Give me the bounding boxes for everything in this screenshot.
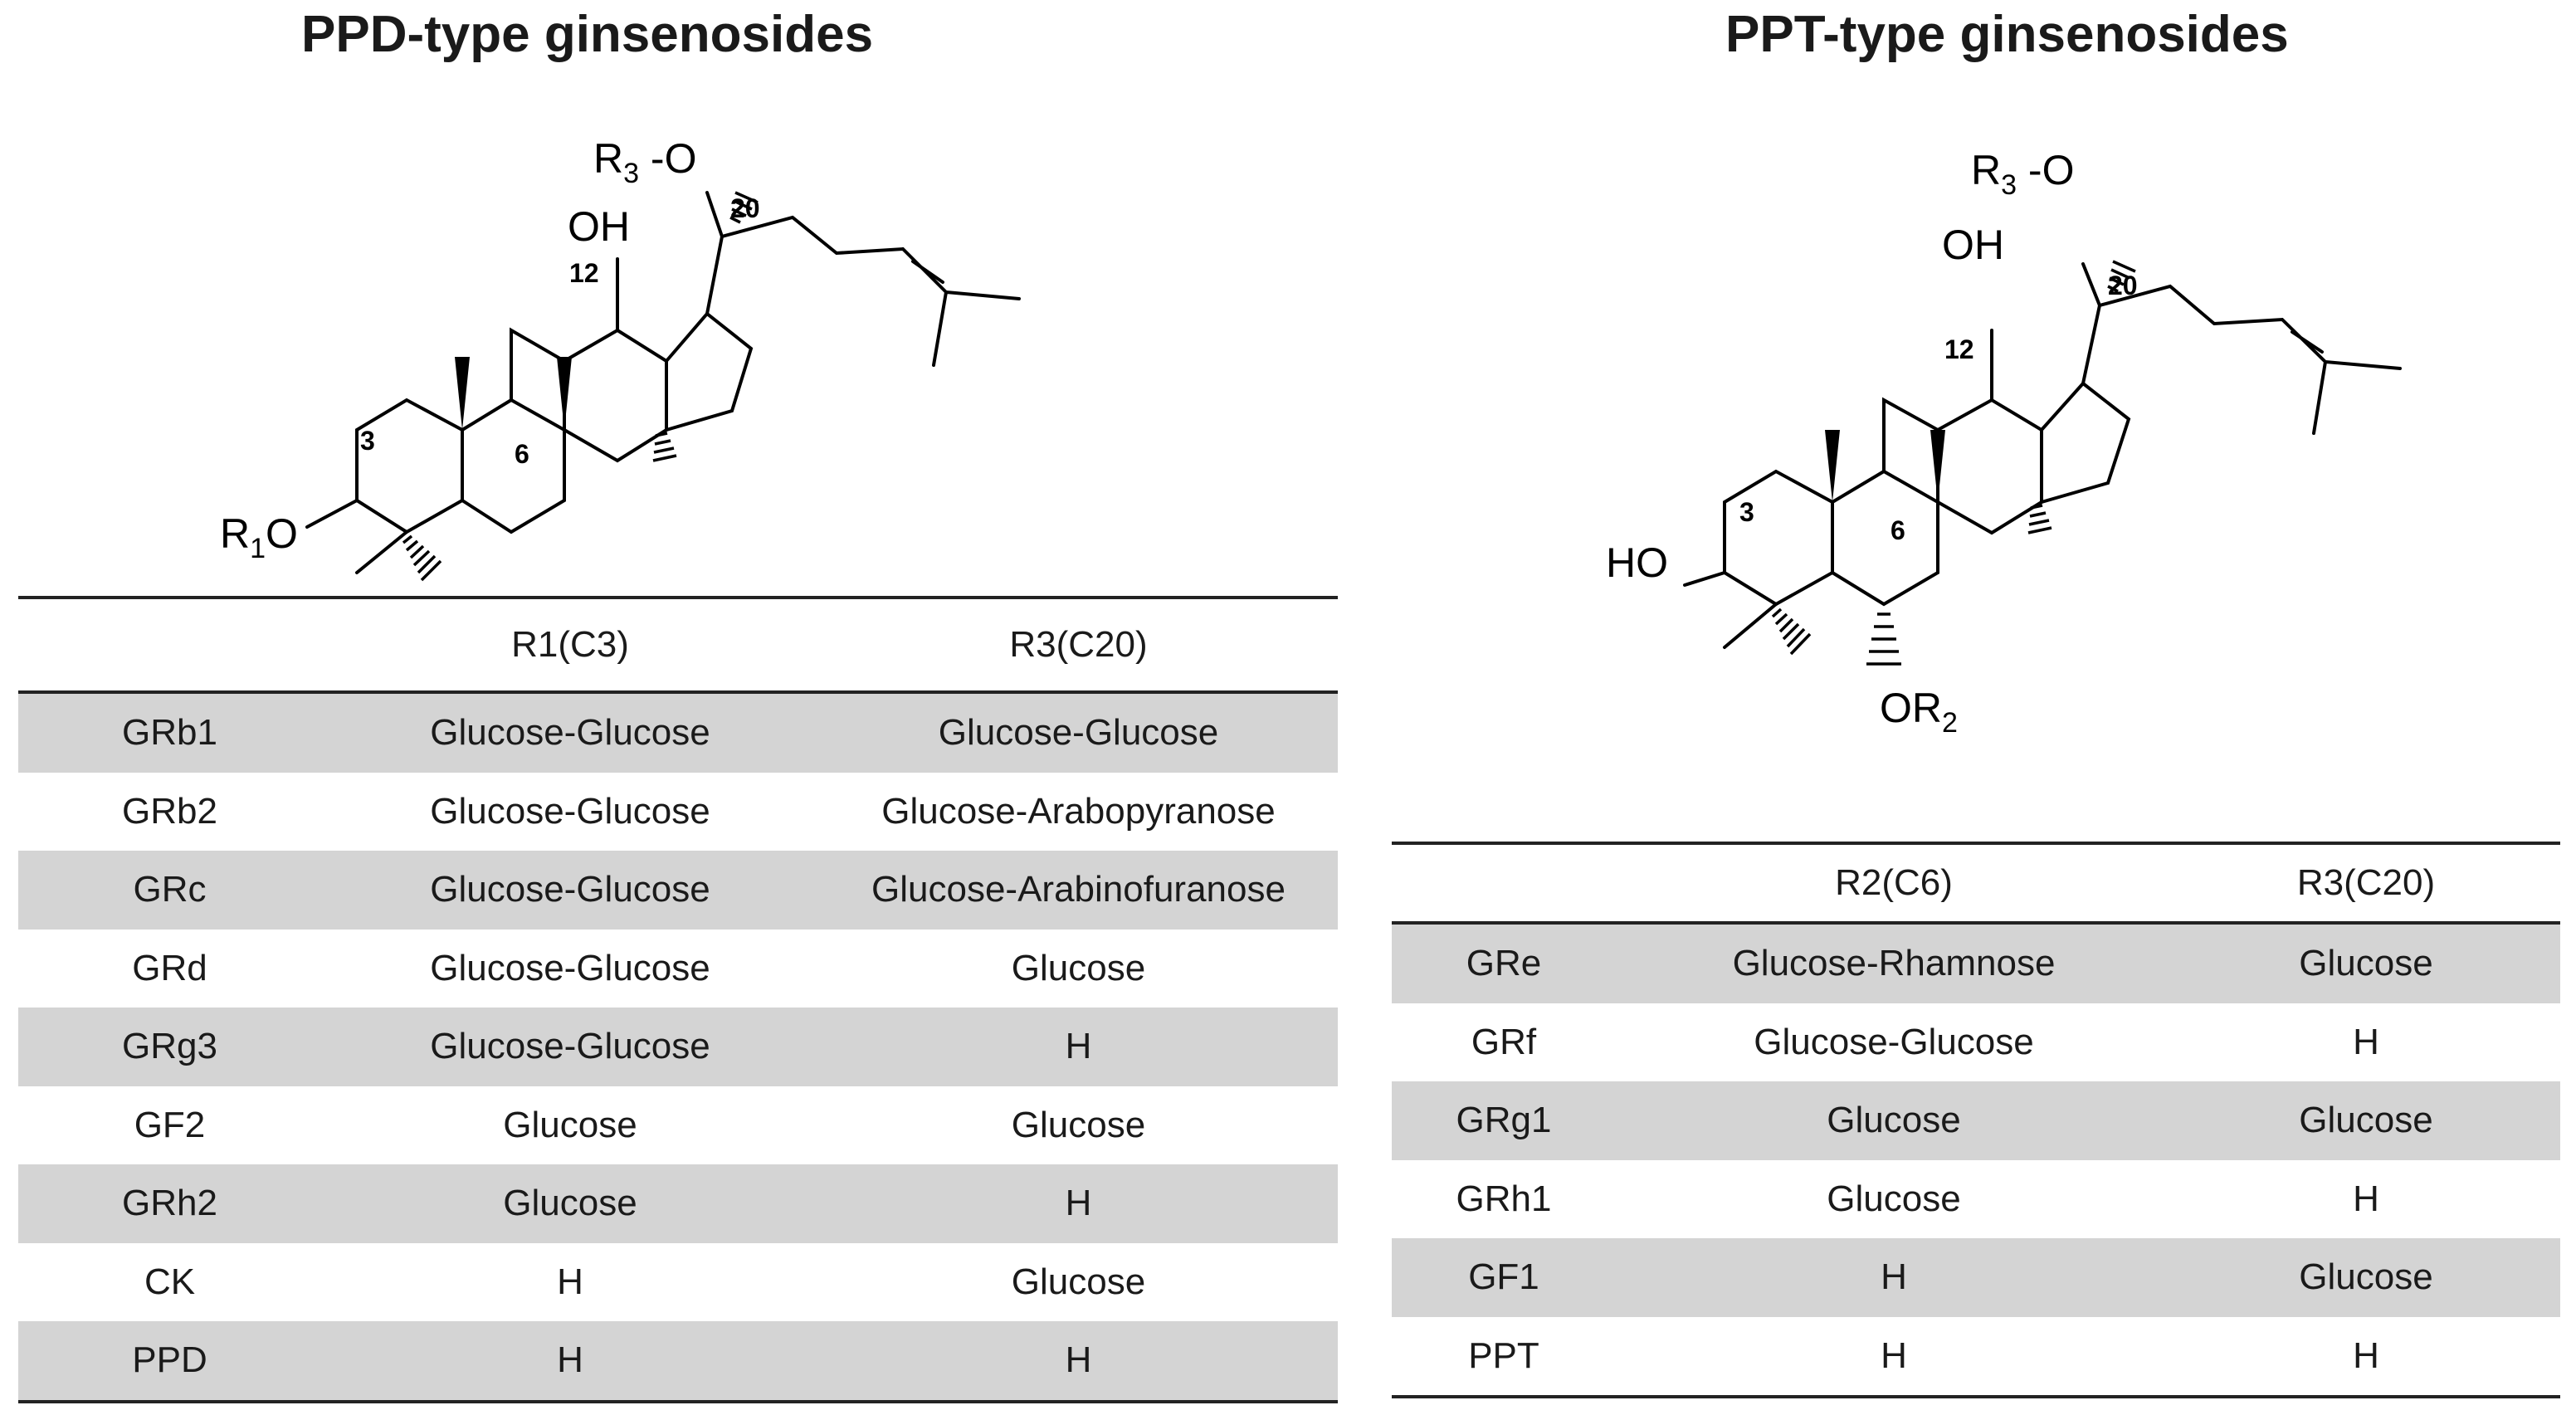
table-cell: Glucose	[1011, 1104, 1146, 1145]
table-cell: H	[1616, 1238, 2172, 1317]
table-cell: Glucose	[503, 1104, 637, 1145]
table-row: CK H Glucose	[18, 1243, 1338, 1322]
table-cell: Glucose	[321, 1164, 819, 1243]
table-cell: Glucose	[1011, 947, 1146, 988]
table-cell: H	[2353, 1021, 2379, 1062]
header-cell	[18, 596, 321, 694]
table-cell: PPT	[1392, 1316, 1616, 1398]
table-cell: H	[2353, 1178, 2379, 1219]
table-row: GRb2 Glucose-Glucose Glucose-Arabopyranose	[18, 773, 1338, 851]
table-cell: GRe	[1392, 923, 1616, 1003]
table-row: GRh1 Glucose H	[1392, 1160, 2560, 1239]
header-cell: R3(C20)	[2172, 842, 2560, 925]
ppt-ho-label: HO	[1606, 539, 1668, 586]
ppd-r1-o-label: R1O	[220, 510, 298, 564]
table-cell: Glucose	[2172, 1238, 2560, 1317]
table-cell: Glucose-Arabinofuranose	[819, 851, 1338, 930]
ppd-oh-label: OH	[568, 203, 630, 250]
table-cell: Glucose-Glucose	[430, 947, 710, 988]
table-cell: H	[321, 1321, 819, 1403]
ppt-r3-o-label: R3 -O	[1971, 147, 2074, 201]
header-cell: R2(C6)	[1616, 842, 2172, 925]
table-cell: CK	[144, 1261, 196, 1302]
table-cell: GRb2	[122, 790, 217, 832]
table-cell: H	[819, 1164, 1338, 1243]
header-cell: R1(C3)	[321, 596, 819, 694]
table-cell: Glucose-Arabopyranose	[881, 790, 1276, 832]
table-cell: GRf	[1471, 1021, 1537, 1062]
ppd-c12-number: 12	[569, 258, 599, 288]
ppd-c3-number: 3	[360, 426, 375, 456]
table-row: GF2 Glucose Glucose	[18, 1086, 1338, 1165]
table-cell: GRb1	[18, 692, 321, 773]
table-cell: H	[819, 1008, 1338, 1086]
ppd-c20-number: 20	[730, 193, 760, 223]
table-cell: H	[819, 1321, 1338, 1403]
table-row: GRf Glucose-Glucose H	[1392, 1003, 2560, 1082]
table-cell: Glucose-Glucose	[1754, 1021, 2034, 1062]
table-cell: GRc	[18, 851, 321, 930]
table-cell: GF2	[134, 1104, 206, 1145]
ppt-c3-number: 3	[1739, 497, 1754, 527]
table-cell: GRh1	[1456, 1178, 1552, 1219]
table-cell: Glucose-Glucose	[321, 851, 819, 930]
table-cell: Glucose-Glucose	[430, 790, 710, 832]
table-cell: Glucose	[1616, 1081, 2172, 1160]
table-cell: PPD	[18, 1321, 321, 1403]
ppt-hashed-bonds	[1771, 260, 2136, 666]
table-row: GRd Glucose-Glucose Glucose	[18, 930, 1338, 1008]
table-header-row: R2(C6) R3(C20)	[1392, 842, 2560, 925]
ppd-hashed-bonds	[402, 191, 759, 582]
ppt-oh-label: OH	[1942, 222, 2004, 268]
ppt-panel-title: PPT-type ginsenosides	[1725, 6, 2289, 63]
ppd-r3-o-label: R3 -O	[593, 135, 696, 189]
ppd-molecule	[305, 191, 1021, 574]
ppd-panel-title: PPD-type ginsenosides	[301, 6, 874, 63]
table-cell: GRh2	[18, 1164, 321, 1243]
table-cell: Glucose	[1827, 1178, 1961, 1219]
table-cell: Glucose	[2172, 923, 2560, 1003]
ppt-molecule	[1683, 262, 2402, 649]
table-cell: Glucose-Glucose	[819, 692, 1338, 773]
ppt-or2-label: OR2	[1880, 685, 1958, 739]
table-cell: GRd	[132, 947, 207, 988]
table-cell: Glucose	[2172, 1081, 2560, 1160]
table-cell: H	[2172, 1316, 2560, 1398]
ppt-c12-number: 12	[1944, 334, 1974, 364]
table-header-row: R1(C3) R3(C20)	[18, 596, 1338, 694]
header-cell: R3(C20)	[819, 596, 1338, 694]
table-cell: Glucose-Glucose	[321, 692, 819, 773]
ppt-c6-number: 6	[1891, 515, 1905, 545]
table-cell: GRg1	[1392, 1081, 1616, 1160]
ppt-c20-number: 20	[2108, 271, 2138, 300]
table-cell: H	[557, 1261, 583, 1302]
table-cell: Glucose-Rhamnose	[1616, 923, 2172, 1003]
ppd-c6-number: 6	[515, 439, 529, 469]
table-cell: GF1	[1392, 1238, 1616, 1317]
table-cell: Glucose	[1011, 1261, 1146, 1302]
table-cell: GRg3	[18, 1008, 321, 1086]
table-cell: Glucose-Glucose	[321, 1008, 819, 1086]
header-cell	[1392, 842, 1616, 925]
table-cell: H	[1616, 1316, 2172, 1398]
